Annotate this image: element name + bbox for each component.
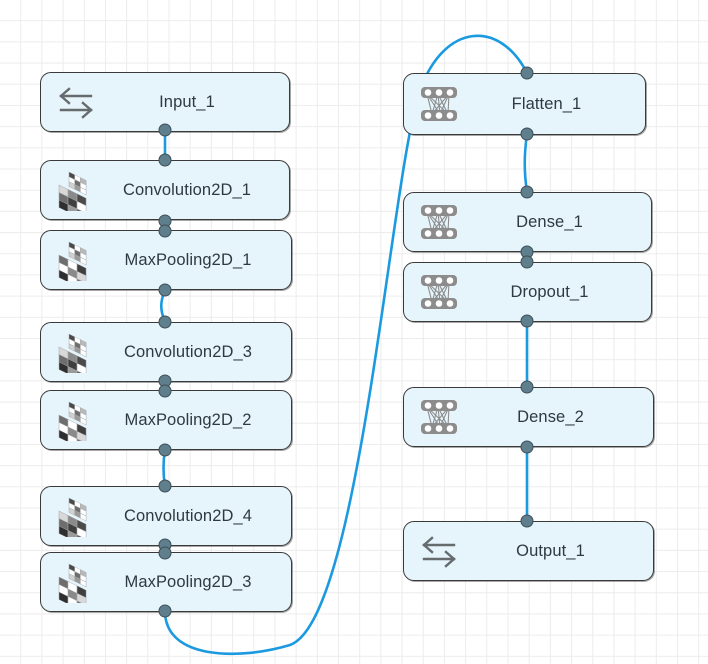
port-output-dense_2[interactable] xyxy=(520,440,534,454)
port-output-maxpooling2d_3[interactable] xyxy=(158,604,172,618)
port-output-maxpooling2d_2[interactable] xyxy=(158,443,172,457)
dense-layer-icon xyxy=(416,201,462,243)
arrows-exchange-icon xyxy=(53,81,99,123)
port-output-maxpooling2d_1[interactable] xyxy=(158,283,172,297)
node-flatten_1[interactable]: Flatten_1 xyxy=(403,73,646,135)
port-input-dropout_1[interactable] xyxy=(520,255,534,269)
port-input-dense_2[interactable] xyxy=(520,380,534,394)
dense-layer-icon xyxy=(416,83,462,125)
node-label: MaxPooling2D_2 xyxy=(124,410,252,429)
port-output-input_1[interactable] xyxy=(158,123,172,137)
port-output-dropout_1[interactable] xyxy=(520,314,534,328)
port-input-maxpooling2d_3[interactable] xyxy=(158,546,172,560)
node-label: Output_1 xyxy=(516,541,585,560)
node-input_1[interactable]: Input_1 xyxy=(40,72,290,132)
arrows-exchange-icon xyxy=(416,530,462,572)
node-convolution2d_1[interactable]: Convolution2D_1 xyxy=(40,160,290,222)
port-input-dense_1[interactable] xyxy=(520,185,534,199)
node-label: Dense_1 xyxy=(516,212,583,231)
node-label: Convolution2D_4 xyxy=(123,506,253,525)
dense-layer-icon xyxy=(416,271,462,313)
port-input-convolution2d_3[interactable] xyxy=(158,315,172,329)
port-input-convolution2d_4[interactable] xyxy=(158,479,172,493)
maxpooling-grid-icon xyxy=(53,399,99,452)
port-input-maxpooling2d_2[interactable] xyxy=(158,384,172,398)
convolution-grid-icon xyxy=(53,495,99,548)
node-label: Convolution2D_1 xyxy=(122,180,252,199)
port-input-flatten_1[interactable] xyxy=(520,66,534,80)
node-label: Dense_2 xyxy=(517,407,584,426)
node-dense_1[interactable]: Dense_1 xyxy=(403,192,652,252)
edge-flatten_1-to-dense_1[interactable] xyxy=(523,132,529,194)
port-output-flatten_1[interactable] xyxy=(520,127,534,141)
node-convolution2d_3[interactable]: Convolution2D_3 xyxy=(40,322,292,384)
node-maxpooling2d_1[interactable]: MaxPooling2D_1 xyxy=(40,230,292,292)
maxpooling-grid-icon xyxy=(53,561,99,614)
port-input-maxpooling2d_1[interactable] xyxy=(158,224,172,238)
node-output_1[interactable]: Output_1 xyxy=(403,521,654,581)
maxpooling-grid-icon xyxy=(53,239,99,292)
node-dense_2[interactable]: Dense_2 xyxy=(403,387,654,447)
node-maxpooling2d_3[interactable]: MaxPooling2D_3 xyxy=(40,552,292,614)
node-label: Convolution2D_3 xyxy=(123,342,253,361)
node-label: MaxPooling2D_3 xyxy=(124,572,252,591)
port-input-output_1[interactable] xyxy=(520,514,534,528)
port-input-convolution2d_1[interactable] xyxy=(158,153,172,167)
node-label: Flatten_1 xyxy=(511,94,582,113)
node-label: Input_1 xyxy=(159,92,215,111)
dense-layer-icon xyxy=(416,396,462,438)
node-label: Dropout_1 xyxy=(510,282,589,301)
convolution-grid-icon xyxy=(53,331,99,384)
node-dropout_1[interactable]: Dropout_1 xyxy=(403,262,652,322)
node-convolution2d_4[interactable]: Convolution2D_4 xyxy=(40,486,292,548)
node-label: MaxPooling2D_1 xyxy=(124,250,252,269)
convolution-grid-icon xyxy=(53,169,99,222)
node-maxpooling2d_2[interactable]: MaxPooling2D_2 xyxy=(40,390,292,452)
